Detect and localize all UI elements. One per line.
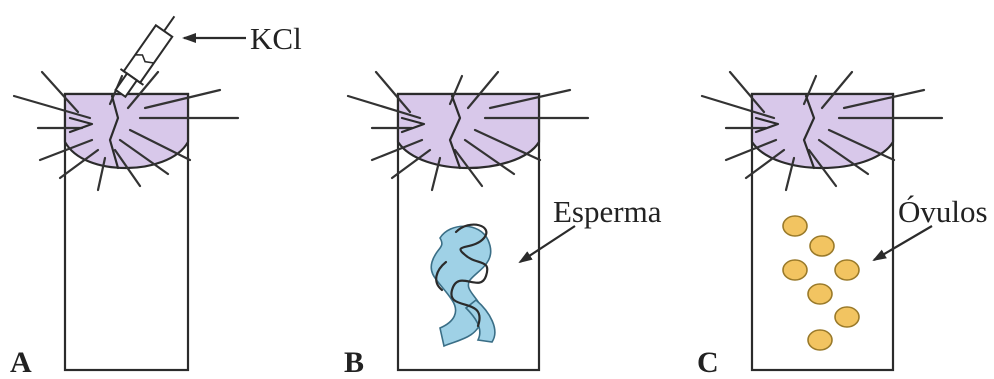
egg [810,236,834,256]
egg [808,330,832,350]
esperma-label: Esperma [553,194,662,229]
panel-label-b: B [344,346,364,379]
ovulos-label: Óvulos [898,194,988,229]
kcl-label: KCl [250,21,302,56]
panel-label-a: A [10,346,32,379]
urchin-a [65,94,188,168]
panel-b: Esperma B [344,72,662,379]
egg [835,260,859,280]
syringe-icon [109,8,186,101]
egg [783,260,807,280]
egg [808,284,832,304]
egg [835,307,859,327]
panel-label-c: C [697,346,719,379]
panel-a: KCl A [10,8,302,379]
egg [783,216,807,236]
panel-c: Óvulos C [697,72,988,379]
